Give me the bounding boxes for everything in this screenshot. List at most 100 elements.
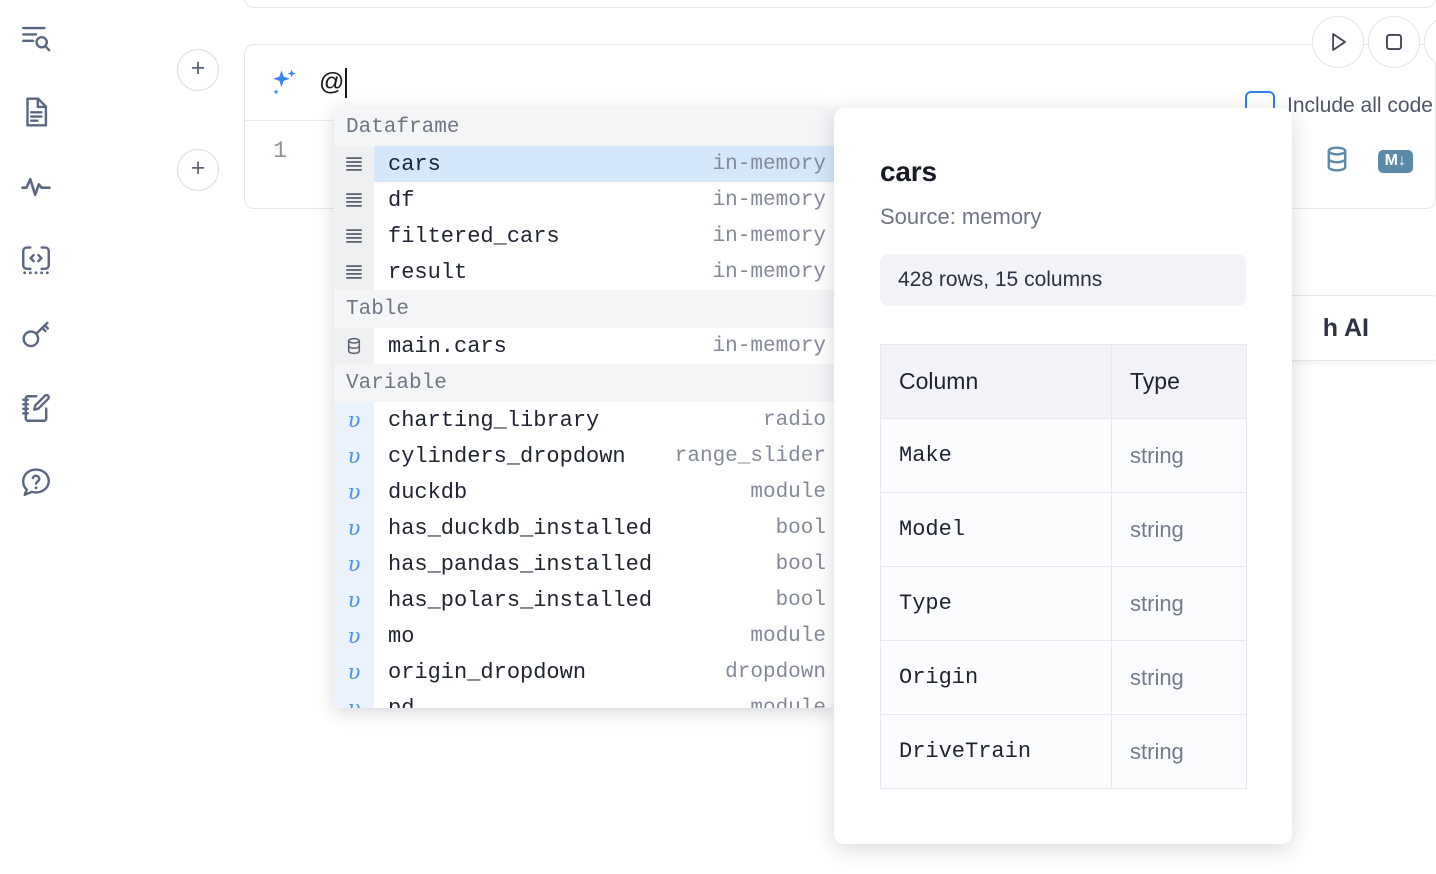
autocomplete-item-name: has_duckdb_installed (388, 515, 653, 541)
variable-icon: υ (334, 510, 374, 546)
autocomplete-item-type: module (750, 480, 826, 504)
autocomplete-group-header: Table (334, 290, 834, 328)
autocomplete-item-body: origin_dropdown dropdown (374, 654, 834, 690)
autocomplete-item[interactable]: υ has_polars_installed bool (334, 582, 834, 618)
schema-column-name: Origin (880, 640, 1112, 715)
sparkles-icon (267, 66, 301, 100)
autocomplete-item-type: radio (762, 408, 826, 432)
autocomplete-item-name: mo (388, 623, 415, 649)
text-caret (345, 67, 348, 98)
table-database-icon (334, 328, 374, 364)
detail-source: Source: memory (880, 204, 1042, 229)
autocomplete-item-name: result (388, 259, 468, 285)
activity-icon[interactable] (14, 164, 58, 208)
database-icon[interactable] (1322, 144, 1352, 179)
line-number: 1 (273, 138, 287, 164)
variable-icon: υ (334, 474, 374, 510)
key-icon[interactable] (14, 312, 58, 356)
autocomplete-item-body: main.cars in-memory (374, 328, 834, 364)
plus-icon: + (190, 154, 206, 182)
autocomplete-item-type: in-memory (712, 334, 826, 358)
autocomplete-item-type: module (750, 624, 826, 648)
include-all-code-label: Include all code (1287, 94, 1433, 117)
schema-column-name: DriveTrain (880, 714, 1112, 789)
autocomplete-item-type: dropdown (725, 660, 826, 684)
run-cell-button[interactable] (1312, 16, 1364, 68)
dataframe-rows-icon (334, 146, 374, 182)
autocomplete-item-type: in-memory (712, 224, 826, 248)
scratchpad-edit-icon[interactable] (14, 386, 58, 430)
schema-column-name: Make (880, 418, 1112, 493)
autocomplete-item-type: in-memory (712, 152, 826, 176)
variable-icon: υ (334, 438, 374, 474)
stop-cell-button[interactable] (1368, 16, 1420, 68)
autocomplete-item-name: cars (388, 151, 441, 177)
left-sidebar (0, 0, 72, 874)
autocomplete-item-name: pd (388, 695, 415, 709)
schema-column-type: string (1111, 418, 1247, 493)
document-icon[interactable] (14, 90, 58, 134)
autocomplete-item-name: origin_dropdown (388, 659, 587, 685)
variable-icon: υ (334, 546, 374, 582)
markdown-icon[interactable]: M↓ (1377, 150, 1413, 173)
autocomplete-item-name: df (388, 187, 415, 213)
variable-icon: υ (334, 402, 374, 438)
schema-column-name: Type (880, 566, 1112, 641)
autocomplete-item-type: module (750, 696, 826, 709)
cell-icon-group: M↓ (1322, 144, 1413, 179)
outline-search-icon[interactable] (14, 16, 58, 60)
autocomplete-item-body: has_polars_installed bool (374, 582, 834, 618)
schema-header-type: Type (1111, 344, 1247, 419)
dataframe-rows-icon (334, 218, 374, 254)
detail-stats-badge: 428 rows, 15 columns (880, 254, 1246, 306)
autocomplete-item-name: has_polars_installed (388, 587, 653, 613)
previous-cell[interactable] (244, 0, 1436, 8)
schema-column-name: Model (880, 492, 1112, 567)
variable-icon: υ (334, 690, 374, 708)
code-editor-row[interactable]: 1 M↓ (245, 122, 1436, 209)
autocomplete-item[interactable]: cars in-memory (334, 146, 834, 182)
code-braces-icon[interactable] (14, 238, 58, 282)
ai-prompt-input[interactable]: @ (319, 67, 348, 98)
autocomplete-item-body: pd module (374, 690, 834, 709)
autocomplete-item[interactable]: main.cars in-memory (334, 328, 834, 364)
help-chat-icon[interactable] (14, 460, 58, 504)
autocomplete-item-name: main.cars (388, 333, 507, 359)
schema-column-type: string (1111, 566, 1247, 641)
schema-column-type: string (1111, 714, 1247, 789)
variable-icon: υ (334, 582, 374, 618)
autocomplete-item-body: cars in-memory (374, 146, 834, 182)
dataframe-detail-panel: cars Source: memory 428 rows, 15 columns… (834, 108, 1292, 844)
autocomplete-item-name: cylinders_dropdown (388, 443, 626, 469)
autocomplete-group-header: Variable (334, 364, 834, 402)
add-cell-below-button[interactable]: + (177, 149, 219, 191)
add-cell-above-button[interactable]: + (177, 49, 219, 91)
schema-column-type: string (1111, 640, 1247, 715)
autocomplete-item-type: bool (775, 588, 826, 612)
dataframe-rows-icon (334, 254, 374, 290)
generate-with-ai-label: h AI (1322, 313, 1369, 342)
